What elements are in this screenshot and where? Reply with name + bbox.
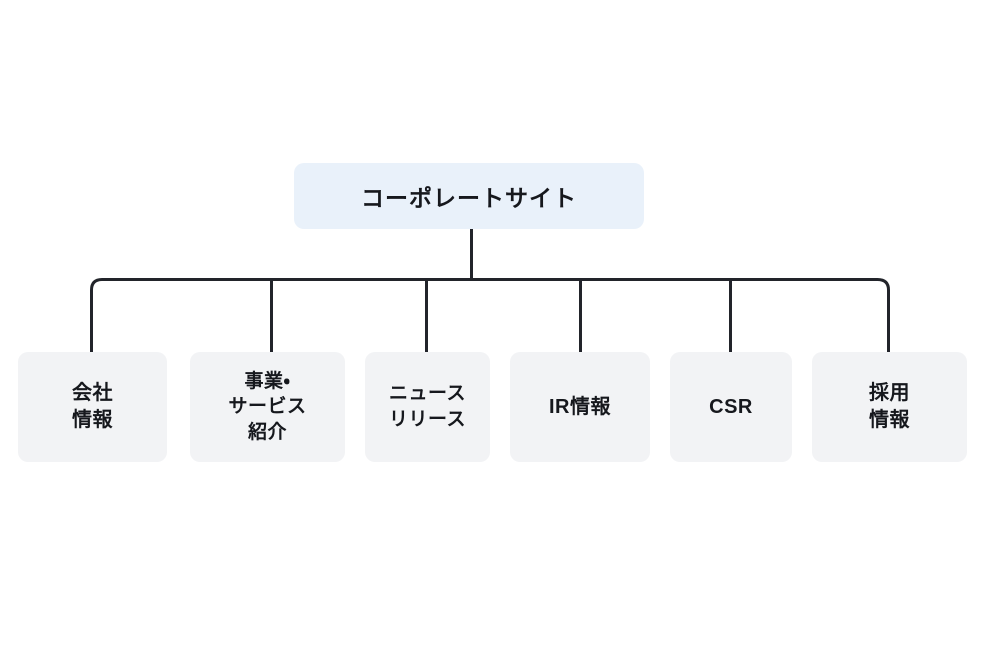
node-child-news-release[interactable]: ニュース リリース: [365, 352, 490, 462]
node-label-line: CSR: [709, 395, 753, 418]
node-label-line: 事業・: [244, 370, 291, 392]
node-child-csr[interactable]: CSR: [670, 352, 792, 462]
node-label-line: 情報: [72, 409, 113, 431]
node-root-corporate-site[interactable]: コーポレートサイト: [294, 163, 644, 229]
node-child-company-info[interactable]: 会社 情報: [18, 352, 167, 462]
node-label-line: 会社: [72, 382, 113, 404]
node-label-line: IR情報: [549, 395, 611, 418]
node-child-label: IR情報: [549, 394, 611, 421]
node-child-ir-info[interactable]: IR情報: [510, 352, 650, 462]
node-label-line: 紹介: [247, 421, 287, 443]
node-child-label: CSR: [709, 394, 753, 421]
node-label-line: ニュース: [388, 383, 467, 405]
node-label-line: リリース: [388, 409, 467, 430]
node-child-label: 会社 情報: [72, 380, 113, 434]
node-label-line: サービス: [228, 396, 307, 418]
node-root-label: コーポレートサイト: [361, 185, 577, 211]
connector-bus: [90, 278, 890, 352]
node-label-line: 採用: [869, 382, 910, 404]
node-child-label: 事業・ サービス 紹介: [228, 369, 306, 446]
node-child-label: ニュース リリース: [389, 381, 466, 432]
node-label-line: 情報: [869, 409, 910, 431]
node-child-label: 採用 情報: [869, 380, 910, 434]
node-child-business-services[interactable]: 事業・ サービス 紹介: [190, 352, 345, 462]
node-child-recruit-info[interactable]: 採用 情報: [812, 352, 967, 462]
